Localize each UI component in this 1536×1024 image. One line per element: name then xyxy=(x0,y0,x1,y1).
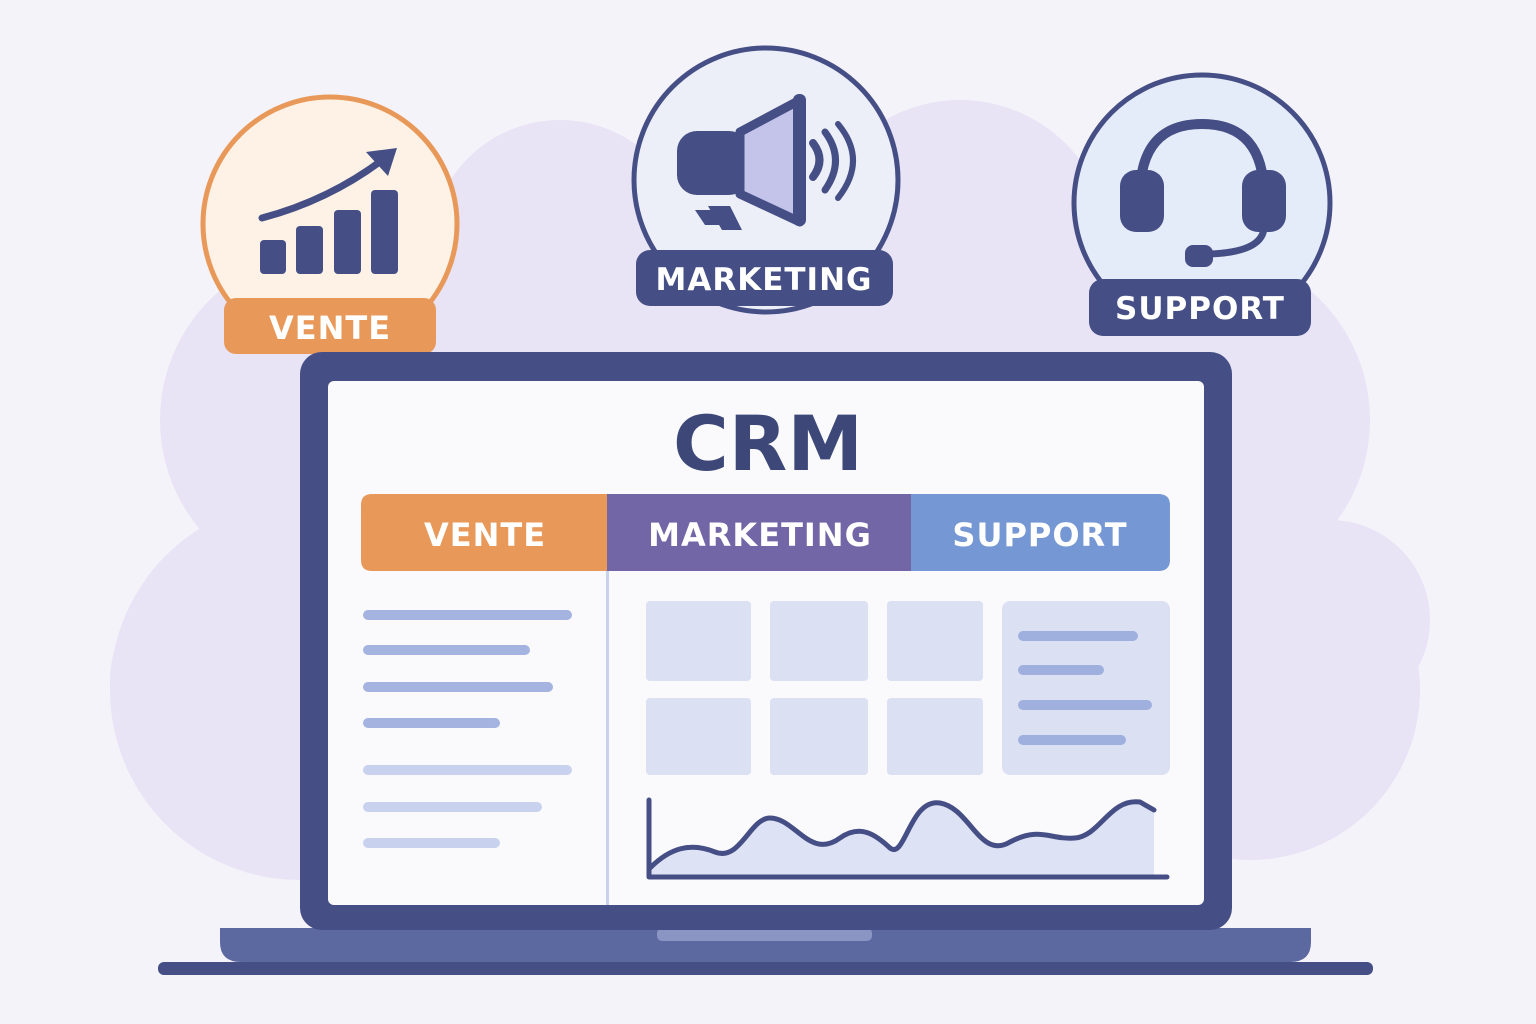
grid-block xyxy=(770,601,868,681)
vente-bubble-badge xyxy=(224,298,436,354)
crm-title: CRM xyxy=(673,399,863,488)
marketing-bubble-badge xyxy=(636,250,893,306)
tab-vente[interactable] xyxy=(361,494,607,571)
chart-line xyxy=(647,799,1157,871)
tab-marketing[interactable] xyxy=(607,494,911,571)
tab-support[interactable] xyxy=(911,494,1170,571)
grid-block xyxy=(646,601,751,681)
tab-support-label: SUPPORT xyxy=(952,516,1127,554)
info-card xyxy=(1002,601,1170,775)
marketing-bubble-label: MARKETING xyxy=(656,262,873,298)
grid-blocks xyxy=(646,601,983,775)
support-bubble-label: SUPPORT xyxy=(1115,291,1285,327)
panel-divider xyxy=(606,571,609,905)
tab-bar: VENTE MARKETING SUPPORT xyxy=(361,494,1170,571)
grid-block xyxy=(887,698,983,775)
laptop-trackpad-notch xyxy=(657,928,872,941)
vente-bubble: VENTE xyxy=(200,94,460,354)
sparkline-chart xyxy=(646,797,1170,880)
growth-chart-icon xyxy=(258,148,398,274)
grid-block xyxy=(887,601,983,681)
marketing-bubble: MARKETING xyxy=(631,45,901,315)
megaphone-icon xyxy=(677,94,856,230)
vente-bubble-label: VENTE xyxy=(269,309,391,347)
left-list xyxy=(363,610,572,848)
tab-vente-label: VENTE xyxy=(424,516,546,554)
laptop-ground-line xyxy=(158,962,1373,975)
support-bubble: SUPPORT xyxy=(1071,72,1333,336)
headset-icon xyxy=(1120,118,1286,267)
grid-block xyxy=(646,698,751,775)
tab-marketing-label: MARKETING xyxy=(648,516,872,554)
support-bubble-badge xyxy=(1089,279,1311,336)
chart-axes xyxy=(646,797,1170,880)
crm-app: CRM VENTE MARKETING SUPPORT xyxy=(361,399,1170,905)
grid-block xyxy=(770,698,868,775)
laptop-base xyxy=(220,928,1311,962)
